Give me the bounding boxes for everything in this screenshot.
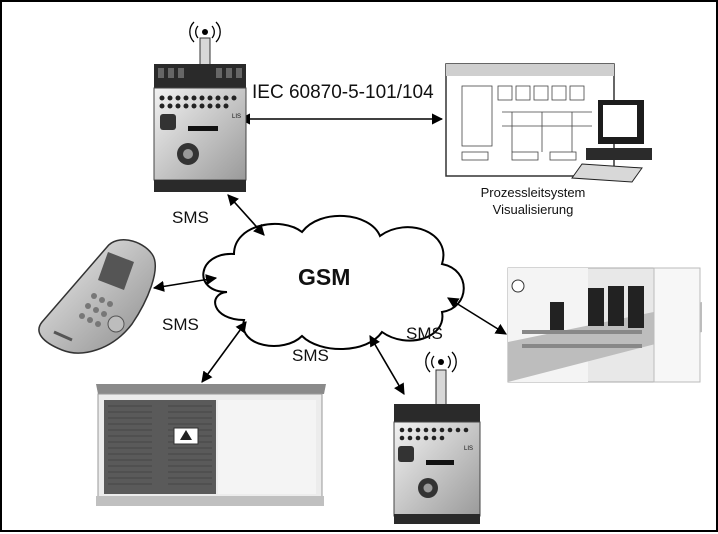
sms-label-rtu-top: SMS: [172, 208, 209, 227]
pump-station-image: [507, 267, 702, 383]
pump-gsm-arrow: [447, 297, 507, 335]
protocol-label: IEC 60870-5-101/104: [252, 82, 434, 103]
sms-label-substation: SMS: [292, 346, 329, 365]
gsm-network-label: GSM: [298, 264, 351, 290]
mobile-phone-icon: [38, 239, 156, 354]
control-system-label: Prozessleitsystem Visualisierung: [448, 184, 618, 218]
rtu-device-top: LIS: [153, 21, 247, 192]
rtu-bottom-gsm-arrow: [369, 335, 405, 395]
sms-label-phone: SMS: [162, 315, 199, 334]
transformer-substation-image: [96, 384, 326, 506]
rtu-bottom-panel-text: LIS: [464, 446, 473, 452]
antenna-icon: [425, 351, 457, 417]
connections: [152, 113, 507, 395]
sms-label-pump: SMS: [406, 324, 443, 343]
scada-workstation: [445, 63, 652, 183]
rtu-top-gsm-arrow: [227, 194, 265, 236]
rtu-top-panel-text: LIS: [232, 114, 241, 120]
substation-gsm-arrow: [201, 321, 247, 383]
phone-gsm-arrow: [152, 274, 218, 292]
computer-icon: [571, 100, 652, 183]
rtu-device-bottom: LIS: [393, 351, 481, 524]
control-system-label-line1: Prozessleitsystem: [480, 185, 586, 200]
control-system-label-line2: Visualisierung: [492, 202, 574, 217]
